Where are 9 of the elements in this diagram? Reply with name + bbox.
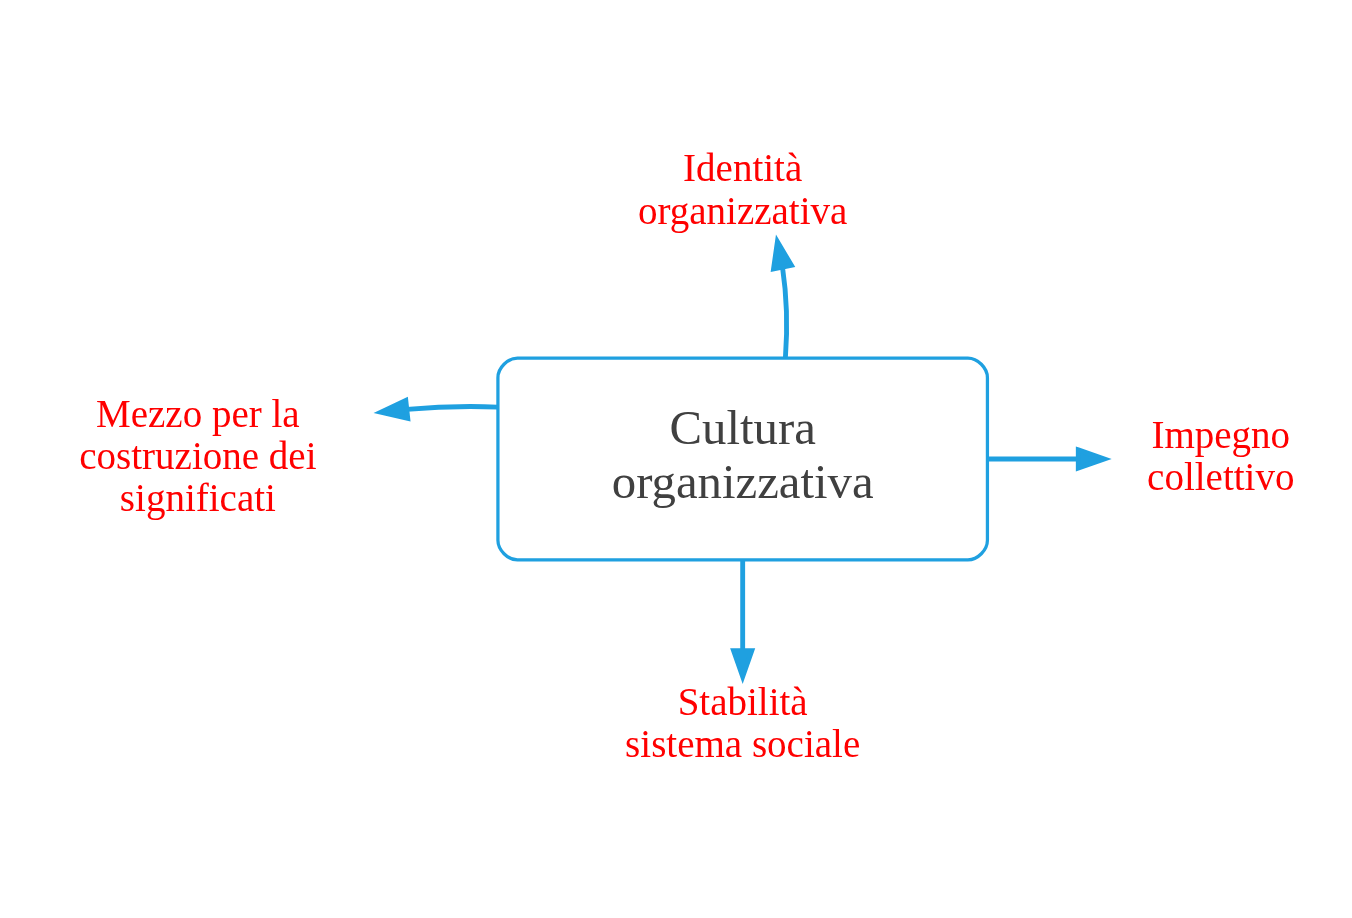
arrow (770, 234, 796, 358)
node-text: Identità organizzativa (637, 146, 848, 232)
node-text: Mezzo per la costruzione dei significati (79, 391, 317, 520)
node-text: Impegno collettivo (1147, 412, 1295, 499)
node-box: Cultura organizzativa (496, 356, 990, 562)
arrow (730, 560, 756, 685)
node-text: Stabilità sistema sociale (625, 679, 861, 765)
arrow (373, 396, 498, 422)
arrow (987, 446, 1112, 472)
